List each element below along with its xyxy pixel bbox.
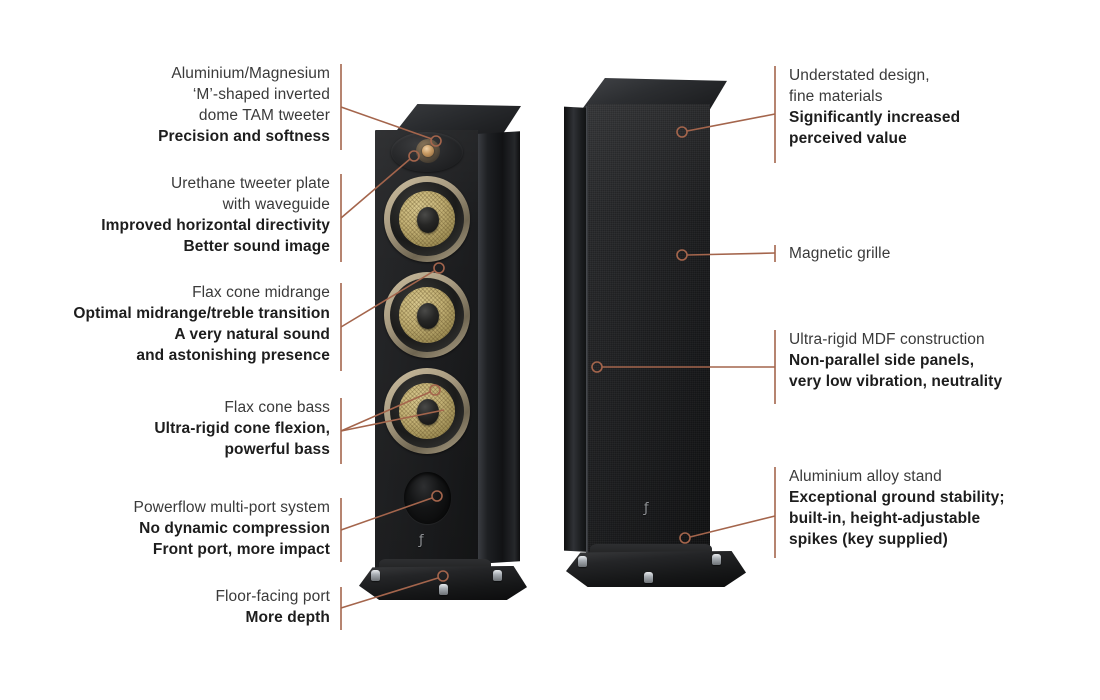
callout-waveguide: Urethane tweeter plate with waveguide Im… [101,173,330,257]
callout-line: Understated design, [789,67,930,84]
leader-design [686,113,776,132]
leader-dot-powerflow [431,490,443,502]
floor-spike [493,570,502,581]
leader-grille [686,252,776,256]
callout-line: fine materials [789,88,883,105]
leader-dot-waveguide [408,150,420,162]
callout-line: very low vibration, neutrality [789,373,1003,390]
floor-spike [578,556,587,567]
right-speaker-grille-on: ƒ [540,78,760,598]
callout-midrange: Flax cone midrange Optimal midrange/treb… [73,282,330,366]
brand-logo: ƒ [419,533,424,548]
callout-line: Improved horizontal directivity [101,217,330,234]
leader-tweeter [340,106,433,140]
callout-line: Significantly increased [789,109,961,126]
leader-dot-design [676,126,688,138]
callout-floor-port: Floor-facing port More depth [215,586,330,628]
callout-line: Powerflow multi-port system [133,499,330,516]
callout-line: Aluminium alloy stand [789,468,942,485]
leader-dot-bass-upper [429,384,441,396]
callout-powerflow-port: Powerflow multi-port system No dynamic c… [134,497,331,560]
callout-line: Ultra-rigid MDF construction [789,331,985,348]
leader-bass-lower [340,409,445,432]
callout-line: A very natural sound [174,326,330,343]
grille-cabinet-front-edge [586,106,589,556]
callout-line: ‘M’-shaped inverted [192,86,330,103]
leader-floor-port [340,577,439,609]
callout-line: Urethane tweeter plate [170,175,330,192]
floor-spike [644,572,653,583]
callout-line: Floor-facing port [215,588,330,605]
leader-powerflow [340,497,433,531]
callout-line: perceived value [789,130,907,147]
callout-line: with waveguide [222,196,330,213]
callout-line: Aluminium/Magnesium [171,65,330,82]
leader-dot-grille [676,249,688,261]
inverted-dome-tweeter [422,145,434,157]
leader-dot-midrange [433,262,445,274]
callout-line: Ultra-rigid cone flexion, [154,420,330,437]
leader-waveguide [340,158,411,219]
callout-line: Exceptional ground stability; [789,489,1005,506]
callout-line: Precision and softness [158,128,330,145]
leader-stand [689,515,776,538]
callout-line: Optimal midrange/treble transition [73,305,330,322]
callout-line: Front port, more impact [152,541,330,558]
leader-dot-stand [679,532,691,544]
leader-dot-tweeter [430,135,442,147]
flax-cone-bass-driver [384,368,470,454]
leader-dot-cabinet [591,361,603,373]
floor-spike [371,570,380,581]
callout-line: No dynamic compression [139,520,330,537]
leader-midrange [340,270,435,328]
callout-design: Understated design, fine materials Signi… [789,65,960,149]
callout-stand: Aluminium alloy stand Exceptional ground… [789,466,1005,550]
callout-line: spikes (key supplied) [789,531,948,548]
callout-tweeter: Aluminium/Magnesium ‘M’-shaped inverted … [158,63,330,147]
callout-line: and astonishing presence [136,347,330,364]
leader-dot-floor-port [437,570,449,582]
callout-cabinet: Ultra-rigid MDF construction Non-paralle… [789,329,1002,392]
front-powerflow-port [404,472,451,524]
floor-spike [439,584,448,595]
left-speaker-grille-off: ƒ [355,104,540,600]
callout-line: Non-parallel side panels, [789,352,975,369]
callout-line: Magnetic grille [789,245,891,262]
midrange-driver-upper [384,176,470,262]
callout-line: Flax cone bass [224,399,330,416]
callout-line: Flax cone midrange [192,284,330,301]
callout-line: powerful bass [224,441,330,458]
callout-line: Better sound image [183,238,330,255]
callout-line: built-in, height-adjustable [789,510,981,527]
magnetic-grille-fabric [588,104,710,556]
callout-line: More depth [245,609,330,626]
callout-bass: Flax cone bass Ultra-rigid cone flexion,… [154,397,330,460]
brand-logo: ƒ [644,501,649,516]
callout-line: dome TAM tweeter [198,107,330,124]
callout-grille: Magnetic grille [789,243,890,264]
leader-bass-upper [340,391,431,432]
floor-spike [712,554,721,565]
